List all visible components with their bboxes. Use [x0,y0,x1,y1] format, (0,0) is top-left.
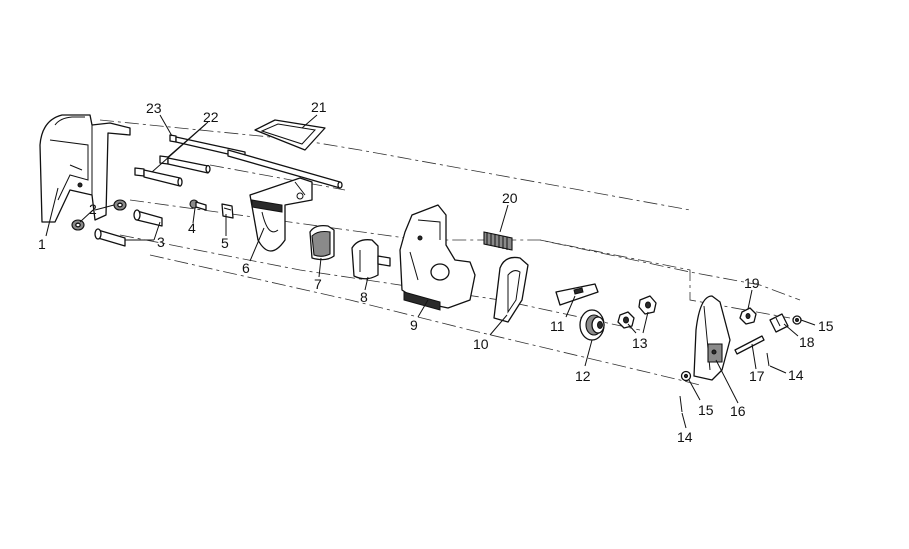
part-22-bolts [134,155,211,187]
axis-line-lower [119,234,641,331]
label-15a: 15 [698,402,714,418]
label-16: 16 [730,403,746,419]
label-6: 6 [242,260,250,276]
label-19: 19 [744,275,760,291]
part-13-nuts [617,295,657,329]
label-4: 4 [188,220,196,236]
part-2-washers [71,199,127,231]
callout-labels: 1 2 3 4 5 6 7 8 9 10 11 12 13 14 14 15 1… [38,99,834,445]
label-14a: 14 [677,429,693,445]
part-11-latch [555,283,599,306]
part-17-pin [734,335,765,355]
label-15b: 15 [818,318,834,334]
part-7-block [309,224,335,261]
part-3-bolts [94,209,163,247]
label-3: 3 [157,234,165,250]
label-17: 17 [749,368,765,384]
leader-lines [45,114,816,429]
long-rod [227,149,343,189]
assembly-axes [99,119,801,386]
part-12-pulley [579,309,605,341]
axis-line-bottom [149,254,701,386]
axis-line-right [539,239,791,319]
axis-line-middle [129,199,801,301]
label-22: 22 [203,109,219,125]
part-16-handle [693,295,731,381]
label-18: 18 [799,334,815,350]
part-20-spring [483,231,513,251]
part-4-screw [189,199,207,211]
label-12: 12 [575,368,591,384]
label-20: 20 [502,190,518,206]
label-2: 2 [89,201,97,217]
part-19-nut [739,307,757,325]
part-18-clip [769,313,789,333]
part-8-cam [351,239,391,280]
label-14b: 14 [788,367,804,383]
part-6-housing [249,177,313,252]
part-21-pad [254,119,326,151]
part-5-clip [221,203,234,219]
label-23: 23 [146,100,162,116]
axis-line-bolt [209,164,346,191]
part-10-plate [493,256,529,323]
part-9-lever [399,204,476,311]
label-8: 8 [360,289,368,305]
label-9: 9 [410,317,418,333]
part-1-bracket [39,114,131,223]
label-10: 10 [473,336,489,352]
label-7: 7 [314,276,322,292]
part-14-pins [679,352,770,413]
label-1: 1 [38,236,46,252]
label-13: 13 [632,335,648,351]
label-21: 21 [311,99,327,115]
label-5: 5 [221,235,229,251]
label-11: 11 [550,318,565,334]
